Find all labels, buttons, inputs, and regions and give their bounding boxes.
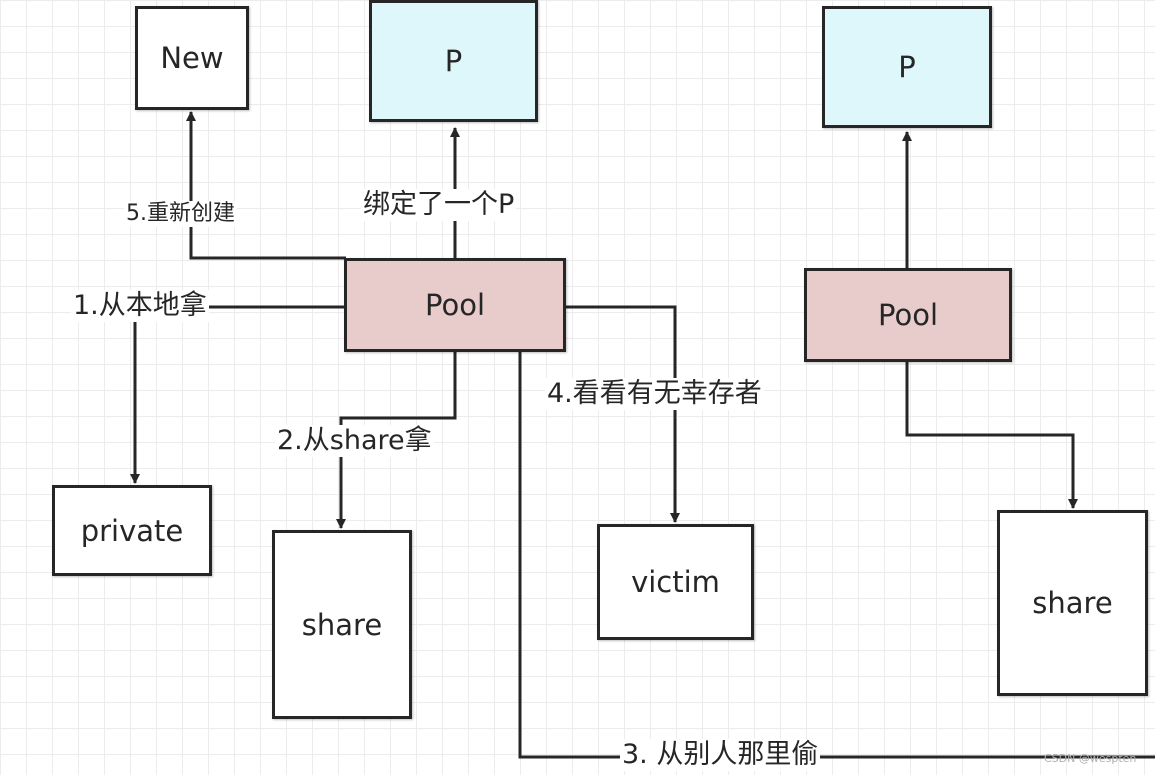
edge-label-step4: 4.看看有无幸存者 [545, 378, 764, 411]
new-node: New [135, 6, 249, 110]
edge-right-pool-share [905, 360, 1078, 509]
edge-step4-victim [565, 305, 680, 523]
watermark: CSDN @wespten [1044, 752, 1137, 765]
edge-label-step5: 5.重新创建 [124, 201, 237, 228]
edge-step5-new [186, 111, 346, 260]
victim-node-label: victim [631, 565, 720, 599]
pool-node-right: Pool [804, 268, 1012, 362]
edge-label-step3: 3. 从别人那里偷 [620, 739, 821, 772]
edge-step3-steal [518, 350, 1155, 759]
private-node: private [52, 485, 212, 576]
private-node-label: private [80, 513, 184, 548]
share-node-right-label: share [1032, 586, 1113, 620]
share-node-left: share [272, 530, 412, 719]
p-node-left-label: P [444, 44, 463, 78]
new-node-label: New [160, 41, 224, 75]
edge-label-bind-p: 绑定了一个P [361, 189, 517, 222]
pool-node-left: Pool [344, 258, 566, 352]
share-node-left-label: share [301, 607, 383, 642]
pool-node-right-label: Pool [878, 298, 938, 332]
pool-node-left-label: Pool [425, 288, 485, 322]
p-node-right-label: P [898, 50, 916, 84]
share-node-right: share [997, 510, 1148, 696]
edge-step2-share [336, 350, 457, 529]
edge-label-step2: 2.从share拿 [275, 425, 434, 458]
edge-label-step1: 1.从本地拿 [71, 290, 209, 323]
victim-node: victim [597, 524, 754, 640]
p-node-left: P [369, 0, 538, 122]
p-node-right: P [822, 6, 992, 128]
